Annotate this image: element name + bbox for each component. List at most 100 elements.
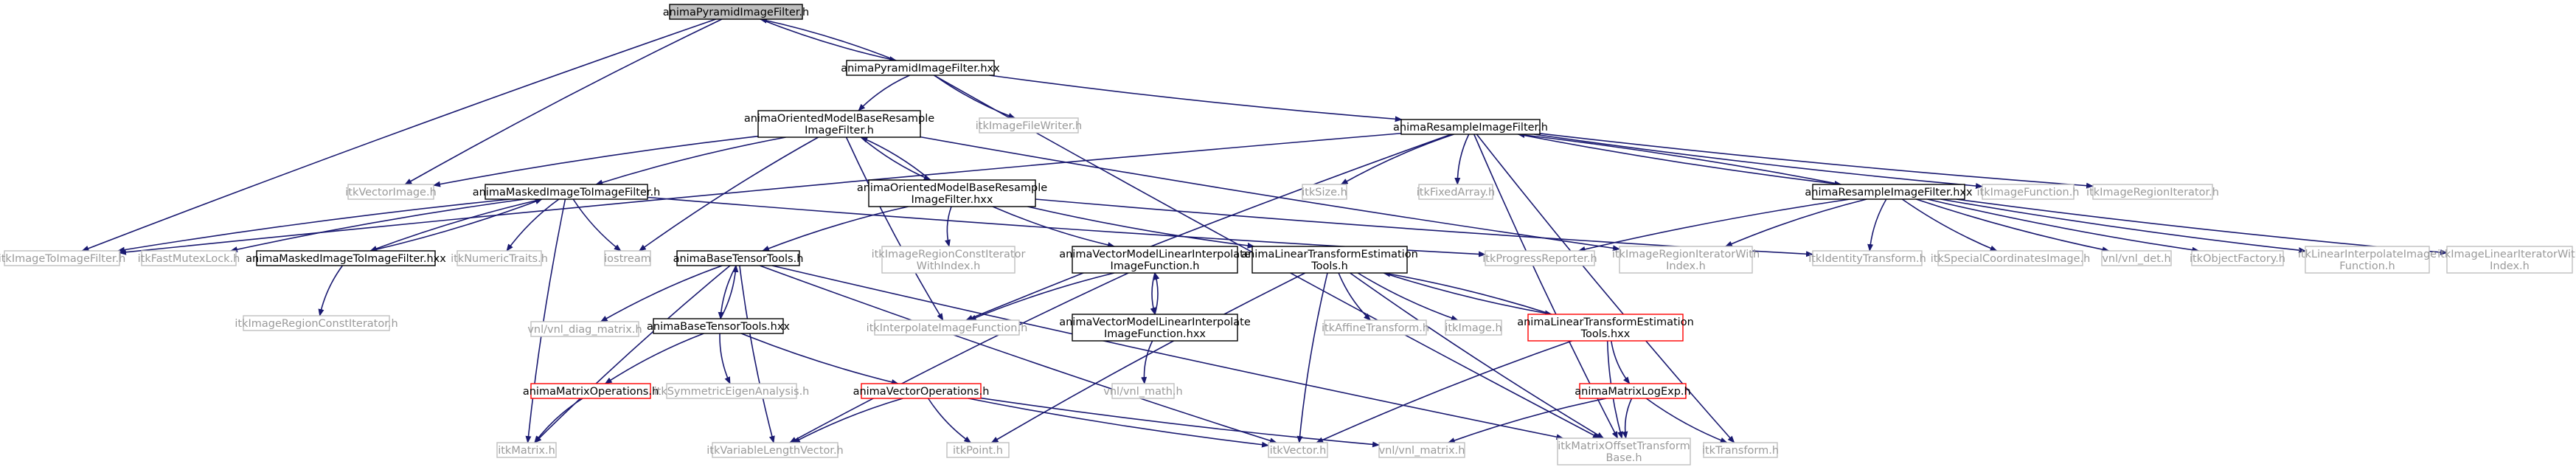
node-resample-hxx[interactable]: animaResampleImageFilter.hxx	[1805, 184, 1973, 200]
edge-root-to-img2img	[81, 18, 716, 252]
edge-basetensor_h-to-basetensor_hxx	[718, 265, 737, 319]
node-interpfunc[interactable]: itkInterpolateImageFunction.h	[867, 319, 1028, 336]
node-symeigen[interactable]: itkSymmetricEigenAnalysis.h	[654, 383, 810, 399]
node-numtraits[interactable]: itkNumericTraits.h	[451, 250, 548, 266]
node-vector[interactable]: itkVector.h	[1268, 442, 1328, 458]
node-label: itkImageRegionConstIterator	[872, 249, 1026, 260]
node-box	[653, 318, 784, 334]
node-label: itkPoint.h	[953, 445, 1003, 457]
node-label: itkInterpolateImageFunction.h	[867, 322, 1028, 334]
node-box	[141, 250, 237, 266]
node-size[interactable]: itkSize.h	[1302, 184, 1347, 200]
edge-masked_h-to-iostream	[572, 198, 622, 252]
node-vecops[interactable]: animaVectorOperations.h	[853, 383, 990, 399]
node-label: vnl/vnl_det.h	[2102, 253, 2170, 265]
edge-lte_h-to-affine	[1338, 272, 1371, 321]
node-iostream[interactable]: iostream	[604, 250, 651, 266]
node-omb[interactable]: animaOrientedModelBaseResampleImageFilte…	[744, 110, 934, 138]
node-vnldiag[interactable]: vnl/vnl_diag_matrix.h	[527, 321, 642, 337]
node-filewriter[interactable]: itkImageFileWriter.h	[976, 117, 1083, 134]
edge-matlogexp-to-matoffset	[1622, 398, 1633, 439]
node-box	[868, 179, 1036, 207]
node-vecmodel-hxx[interactable]: animaVectorModelLinearInterpolateImageFu…	[1059, 314, 1251, 342]
edge-masked_h-to-img2img	[117, 198, 511, 253]
node-fixed[interactable]: itkFixedArray.h	[1417, 184, 1495, 200]
node-masked-hxx[interactable]: animaMaskedImageToImageFilter.hxx	[246, 250, 446, 266]
edge-omb_hxx-to-lte_h	[1027, 206, 1255, 249]
edge-resample_hxx-to-regitidx	[1724, 198, 1867, 247]
node-basetensor-hxx[interactable]: animaBaseTensorTools.hxx	[647, 318, 790, 334]
node-omb-hxx[interactable]: animaOrientedModelBaseResampleImageFilte…	[857, 179, 1047, 207]
node-affine[interactable]: itkAffineTransform.h	[1322, 319, 1429, 336]
node-fastmutex[interactable]: itkFastMutexLock.h	[138, 250, 240, 266]
node-varlen[interactable]: itkVariableLengthVector.h	[707, 442, 844, 458]
node-box	[712, 442, 839, 458]
node-itkmatrix[interactable]: itkMatrix.h	[496, 442, 557, 458]
node-label: itkSpecialCoordinatesImage.h	[1931, 253, 2091, 265]
edge-vecops-to-point	[927, 398, 972, 443]
node-vecimg[interactable]: itkVectorImage.h	[345, 184, 437, 200]
node-root: animaPyramidImageFilter.h	[663, 4, 809, 20]
node-specialcoord[interactable]: itkSpecialCoordinatesImage.h	[1931, 250, 2091, 266]
edge-pyr_hxx-to-root	[759, 17, 897, 61]
node-box	[1619, 246, 1753, 274]
node-box	[4, 250, 120, 266]
node-resample-h[interactable]: animaResampleImageFilter.h	[1393, 119, 1548, 135]
node-imgregit[interactable]: itkImageRegionIterator.h	[2086, 184, 2219, 200]
node-label: itkVector.h	[1270, 445, 1327, 457]
node-progress[interactable]: itkProgressReporter.h	[1482, 250, 1597, 266]
node-label: itkVectorImage.h	[345, 187, 437, 198]
node-img2img[interactable]: itkImageToImageFilter.h	[0, 250, 125, 266]
node-box	[2305, 246, 2430, 274]
edge-resample_h-to-imgregit	[1539, 133, 2094, 189]
node-box	[530, 321, 639, 337]
node-box	[1579, 383, 1687, 399]
node-label: animaVectorModelLinearInterpolate	[1059, 316, 1251, 328]
node-vnlmatrix[interactable]: vnl/vnl_matrix.h	[1378, 442, 1465, 458]
edge-lte_hxx-to-vector	[1316, 340, 1573, 443]
edge-lte_h-to-lte_hxx	[1383, 272, 1552, 316]
node-label: animaMaskedImageToImageFilter.h	[473, 187, 661, 198]
node-transform[interactable]: itkTransform.h	[1702, 442, 1779, 458]
edge-resample_hxx-to-vnldet	[1916, 198, 2110, 253]
node-itkimage[interactable]: itkImage.h	[1445, 319, 1502, 336]
node-basetensor-h[interactable]: animaBaseTensorTools.h	[673, 250, 804, 266]
node-label: ImageFunction.hxx	[1104, 328, 1206, 340]
node-vnldet[interactable]: vnl/vnl_det.h	[2101, 250, 2172, 266]
node-box	[243, 315, 390, 331]
node-box	[946, 442, 1010, 458]
node-label: itkFastMutexLock.h	[138, 253, 240, 265]
node-vecmodel-h[interactable]: animaVectorModelLinearInterpolateImageFu…	[1059, 246, 1251, 274]
node-label: animaResampleImageFilter.h	[1393, 122, 1548, 134]
node-matrixops[interactable]: animaMatrixOperations.h	[523, 383, 659, 399]
node-regconst[interactable]: itkImageRegionConstIterator.h	[235, 315, 398, 331]
node-point[interactable]: itkPoint.h	[946, 442, 1010, 458]
node-matlogexp[interactable]: animaMatrixLogExp.h	[1575, 383, 1691, 399]
node-box	[1400, 119, 1541, 135]
node-box	[496, 442, 557, 458]
node-label: vnl/vnl_diag_matrix.h	[527, 324, 642, 336]
node-imgfunc[interactable]: itkImageFunction.h	[1977, 184, 2080, 200]
node-box	[2092, 184, 2213, 200]
node-masked-h[interactable]: animaMaskedImageToImageFilter.h	[473, 184, 661, 200]
node-objfactory[interactable]: itkObjectFactory.h	[2190, 250, 2285, 266]
node-box	[1485, 250, 1595, 266]
edge-vecops-to-vnlmatrix	[980, 397, 1380, 448]
edge-resample_h-to-size	[1340, 134, 1454, 185]
node-label: itkImageRegionIteratorWith	[1612, 249, 1760, 260]
node-pyr-hxx[interactable]: animaPyramidImageFilter.hxx	[841, 60, 1000, 76]
edge-basetensor_hxx-to-vecops	[740, 333, 899, 385]
edge-pyr_hxx-to-omb	[858, 75, 910, 111]
node-vnlmath[interactable]: vnl/vnl_math.h	[1103, 383, 1183, 399]
node-label: ImageFilter.hxx	[912, 194, 993, 206]
node-label: itkLinearInterpolateImage	[2298, 249, 2437, 260]
edge-basetensor_h-to-vector	[759, 265, 1277, 444]
node-identity[interactable]: itkIdentityTransform.h	[1808, 250, 1926, 266]
